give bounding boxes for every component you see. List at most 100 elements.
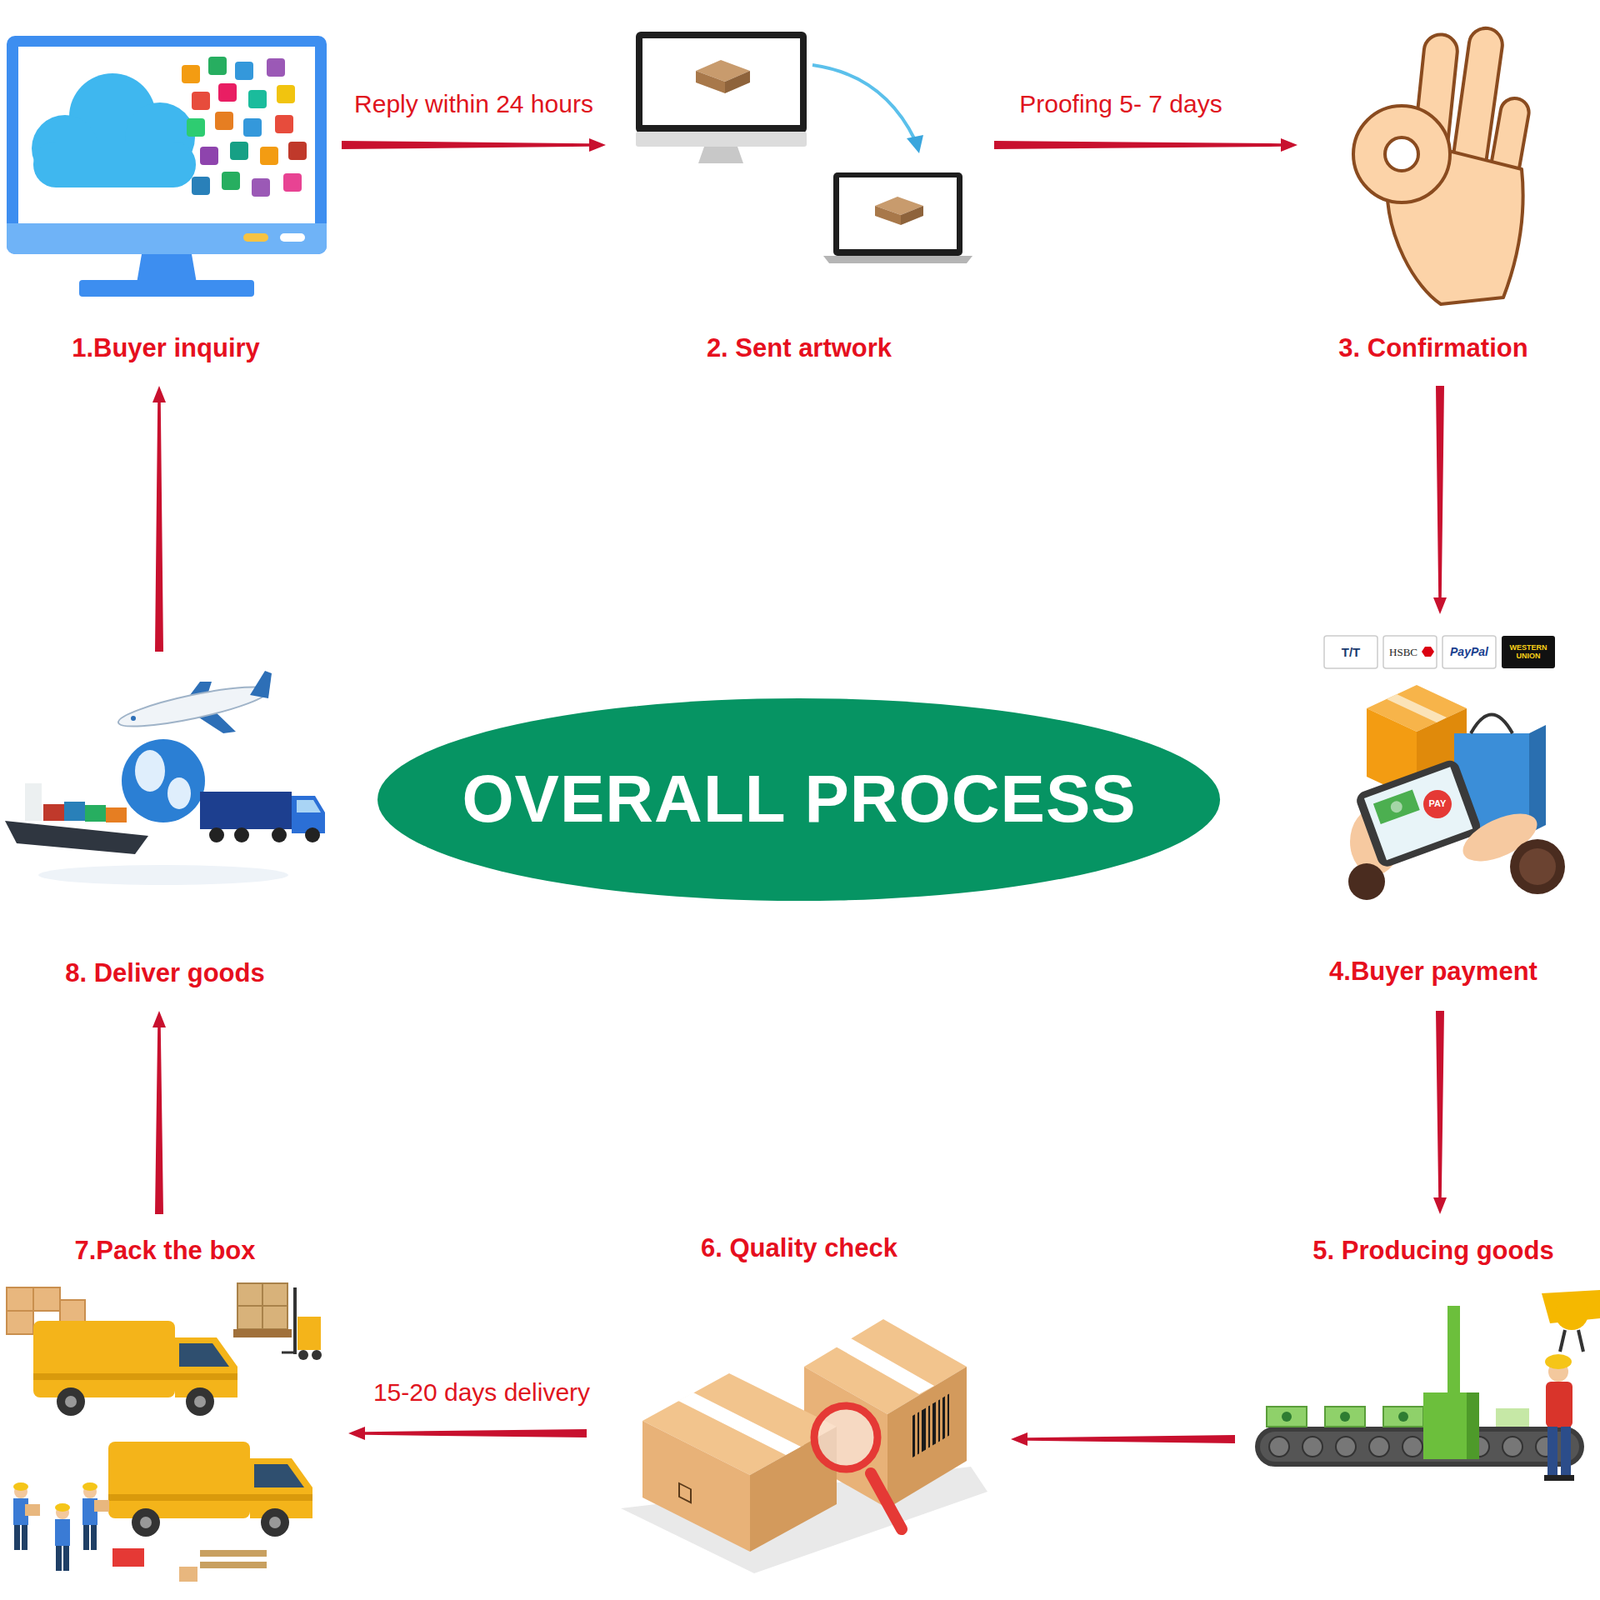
process-step: 7.Pack the box bbox=[3, 1229, 334, 1594]
payment-logos bbox=[1324, 635, 1378, 669]
flow-arrow bbox=[152, 385, 166, 652]
conveyor-belt bbox=[1325, 1406, 1365, 1427]
app-icons bbox=[215, 111, 234, 130]
transport-illustration bbox=[135, 750, 165, 792]
flow-arrow bbox=[348, 1426, 587, 1440]
warehouse-workers bbox=[14, 1525, 20, 1550]
app-icons bbox=[218, 83, 237, 102]
computer-monitor-icon bbox=[6, 35, 327, 297]
warehouse-workers bbox=[90, 1525, 97, 1550]
cloud-icon bbox=[33, 141, 196, 188]
conveyor-belt bbox=[1466, 1392, 1480, 1460]
payment-illustration bbox=[1389, 799, 1405, 815]
ok-hand-icon bbox=[1353, 25, 1531, 305]
payment-logo-text: HSBC bbox=[1385, 635, 1422, 669]
process-title: OVERALL PROCESS bbox=[461, 760, 1136, 838]
app-icons bbox=[288, 141, 307, 160]
computer-monitor-icon bbox=[6, 223, 327, 255]
process-step: 3. Confirmation bbox=[1312, 18, 1559, 371]
computer-monitor-icon bbox=[6, 223, 327, 235]
warehouse-workers bbox=[25, 1504, 40, 1516]
process-step: 4.Buyer payment bbox=[1300, 629, 1567, 996]
conveyor-belt bbox=[1555, 1296, 1589, 1330]
laptop-computer bbox=[875, 205, 901, 225]
payment-illustration bbox=[1423, 790, 1452, 819]
delivery-van bbox=[33, 1373, 238, 1380]
conveyor-belt bbox=[1423, 1392, 1480, 1460]
transport-illustration bbox=[38, 865, 289, 885]
flow-arrow bbox=[994, 138, 1298, 152]
computer-monitor-icon bbox=[243, 233, 269, 242]
delivery-van bbox=[108, 1441, 250, 1519]
inspected-boxes bbox=[921, 1407, 926, 1452]
warehouse-illustration bbox=[281, 1351, 295, 1355]
transport-illustration bbox=[291, 795, 325, 834]
ellipse-shape bbox=[377, 698, 1220, 901]
flow-arrow bbox=[1010, 1432, 1235, 1446]
app-icons bbox=[191, 91, 210, 110]
conveyor-belt bbox=[1266, 1406, 1307, 1427]
laptop-computer bbox=[900, 205, 924, 225]
factory-worker bbox=[1544, 1354, 1575, 1481]
conveyor-belt bbox=[1402, 1436, 1423, 1457]
flow-arrow bbox=[152, 1010, 166, 1215]
inspected-boxes bbox=[835, 1338, 935, 1395]
warehouse-workers bbox=[94, 1500, 110, 1512]
warehouse-workers bbox=[13, 1482, 29, 1491]
transport-illustration bbox=[115, 679, 271, 735]
factory-worker bbox=[1545, 1381, 1573, 1428]
transport-illustration bbox=[234, 827, 250, 843]
payment-illustration bbox=[1348, 863, 1385, 900]
transport-illustration bbox=[271, 827, 287, 843]
app-icons bbox=[266, 58, 285, 77]
transport-illustration bbox=[209, 827, 225, 843]
warehouse-illustration bbox=[261, 1283, 264, 1330]
conveyor-belt bbox=[1502, 1436, 1523, 1457]
inspected-boxes bbox=[620, 1319, 988, 1574]
conveyor-belt bbox=[1495, 1408, 1530, 1427]
warehouse-illustration bbox=[60, 1300, 85, 1322]
payment-logos bbox=[1442, 635, 1496, 669]
conveyor-belt bbox=[1369, 1436, 1390, 1457]
cloud-icon bbox=[31, 73, 196, 188]
delivery-van bbox=[260, 1508, 290, 1537]
payment-illustration bbox=[1510, 839, 1565, 895]
payment-logos bbox=[1324, 635, 1555, 669]
desktop-computer bbox=[635, 131, 807, 147]
laptop-computer bbox=[823, 255, 973, 264]
warehouse-workers bbox=[179, 1566, 198, 1582]
app-icons bbox=[200, 146, 219, 165]
delivery-van bbox=[56, 1387, 85, 1416]
app-icons bbox=[243, 118, 262, 137]
warehouse-illustration bbox=[311, 1350, 322, 1360]
warehouse-workers bbox=[13, 1482, 267, 1582]
transport-illustration bbox=[296, 800, 321, 813]
app-icons bbox=[221, 171, 240, 190]
step-label: 2. Sent artwork bbox=[706, 332, 892, 364]
step-label: 1.Buyer inquiry bbox=[71, 332, 260, 364]
conveyor-belt bbox=[1383, 1406, 1424, 1427]
delivery-van bbox=[185, 1387, 215, 1416]
inspected-boxes bbox=[917, 1411, 920, 1455]
factory-worker bbox=[1544, 1475, 1560, 1481]
delivery-van bbox=[254, 1464, 305, 1488]
transport-illustration bbox=[5, 820, 149, 855]
delivery-van bbox=[175, 1337, 238, 1398]
step-label: 8. Deliver goods bbox=[65, 957, 265, 989]
app-icons bbox=[181, 65, 200, 84]
process-step: 5. Producing goods bbox=[1250, 1229, 1597, 1488]
laptop-computer bbox=[823, 172, 973, 264]
computer-monitor-icon bbox=[280, 233, 305, 242]
app-icons bbox=[186, 118, 205, 137]
conveyor-belt bbox=[1302, 1436, 1323, 1457]
warehouse-workers bbox=[83, 1525, 90, 1550]
app-icons bbox=[275, 115, 294, 134]
app-icons bbox=[191, 176, 210, 195]
transport-illustration bbox=[200, 791, 292, 830]
inspected-boxes bbox=[870, 1473, 902, 1530]
payment-logo-text: PAY bbox=[1422, 795, 1453, 813]
warehouse-illustration bbox=[6, 1287, 34, 1311]
flow-arrow bbox=[1433, 385, 1447, 615]
app-icons bbox=[181, 56, 307, 197]
step-label: 3. Confirmation bbox=[1338, 332, 1528, 364]
